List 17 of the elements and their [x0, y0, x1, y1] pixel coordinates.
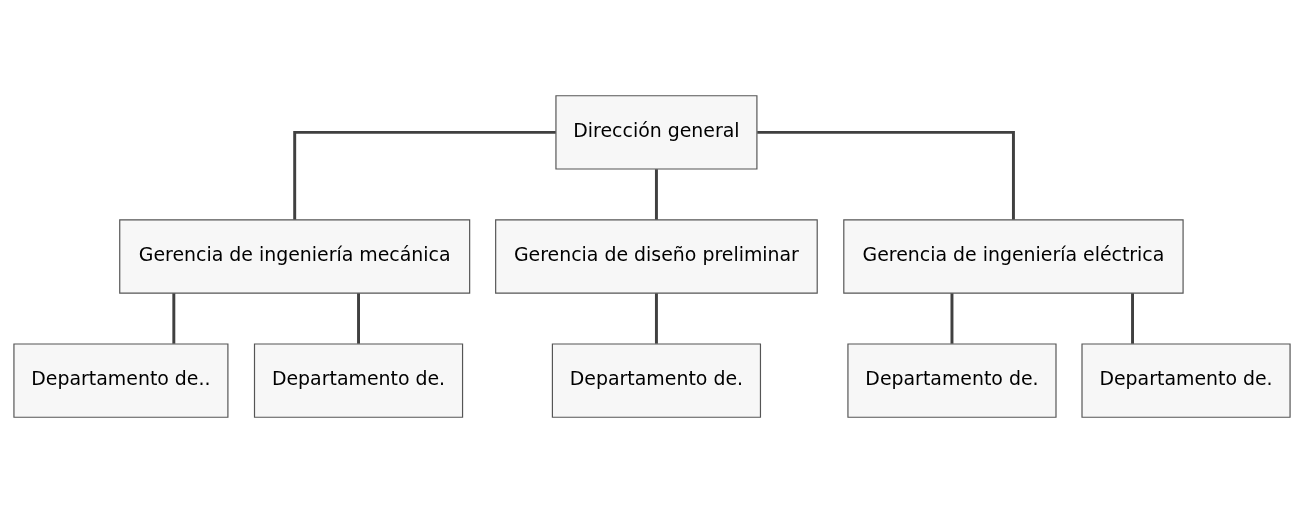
connector: [357, 292, 360, 344]
connector: [950, 292, 954, 344]
connector: [654, 292, 658, 344]
node-box: Gerencia de ingeniería eléctrica: [843, 218, 1184, 294]
node-box: Gerencia de ingeniería mecánica: [119, 218, 471, 294]
connector: [1131, 292, 1134, 344]
node-box: Departamento de.: [253, 342, 464, 418]
node-box: Departamento de.: [551, 342, 762, 418]
node-box: Departamento de.: [1081, 342, 1291, 418]
node-box: Dirección general: [555, 94, 758, 170]
node-box: Departamento de.: [847, 342, 1057, 418]
node-box: Gerencia de diseño preliminar: [495, 218, 818, 294]
node-box: Departamento de..: [13, 342, 229, 418]
connector: [172, 292, 176, 344]
connector: [654, 168, 658, 219]
connector: [757, 130, 1015, 220]
connector: [293, 130, 556, 220]
